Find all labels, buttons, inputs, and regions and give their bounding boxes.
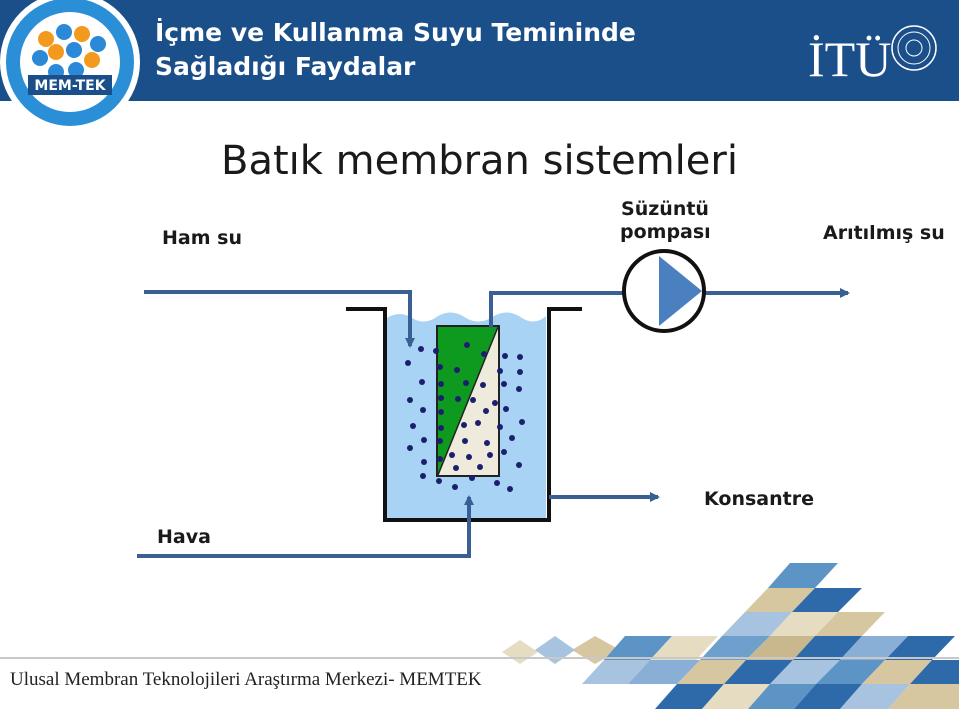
pump-label-line2: pompası xyxy=(620,221,711,243)
air-label: Hava xyxy=(157,526,211,548)
itu-logo: İTÜ xyxy=(808,25,937,87)
header-title: İçme ve Kullanma Suyu Temininde Sağladığ… xyxy=(155,16,636,84)
memtek-logo: MEM-TEK xyxy=(0,0,140,132)
slide-title: Batık membran sistemleri xyxy=(221,138,738,184)
raw-water-pipe xyxy=(144,290,415,348)
pump-label-line1: Süzüntü xyxy=(621,198,709,220)
raw-water-label: Ham su xyxy=(162,227,242,249)
air-pipe xyxy=(137,495,474,558)
header-title-line2: Sağladığı Faydalar xyxy=(155,52,416,81)
permeate-pipe xyxy=(489,291,623,328)
memtek-logo-text: MEM-TEK xyxy=(34,78,106,94)
header-bar: İçme ve Kullanma Suyu Temininde Sağladığ… xyxy=(0,0,959,101)
particles xyxy=(405,342,525,492)
permeate-pump-icon xyxy=(622,249,706,333)
treated-water-label: Arıtılmış su xyxy=(823,222,945,244)
header-title-line1: İçme ve Kullanma Suyu Temininde xyxy=(155,18,636,47)
pump-label: Süzüntü pompası xyxy=(620,198,711,244)
itu-logo-text: İTÜ xyxy=(808,31,891,87)
footer-divider xyxy=(0,657,959,659)
footer-text: Ulusal Membran Teknolojileri Araştırma M… xyxy=(10,669,482,690)
concentrate-label: Konsantre xyxy=(704,488,814,510)
